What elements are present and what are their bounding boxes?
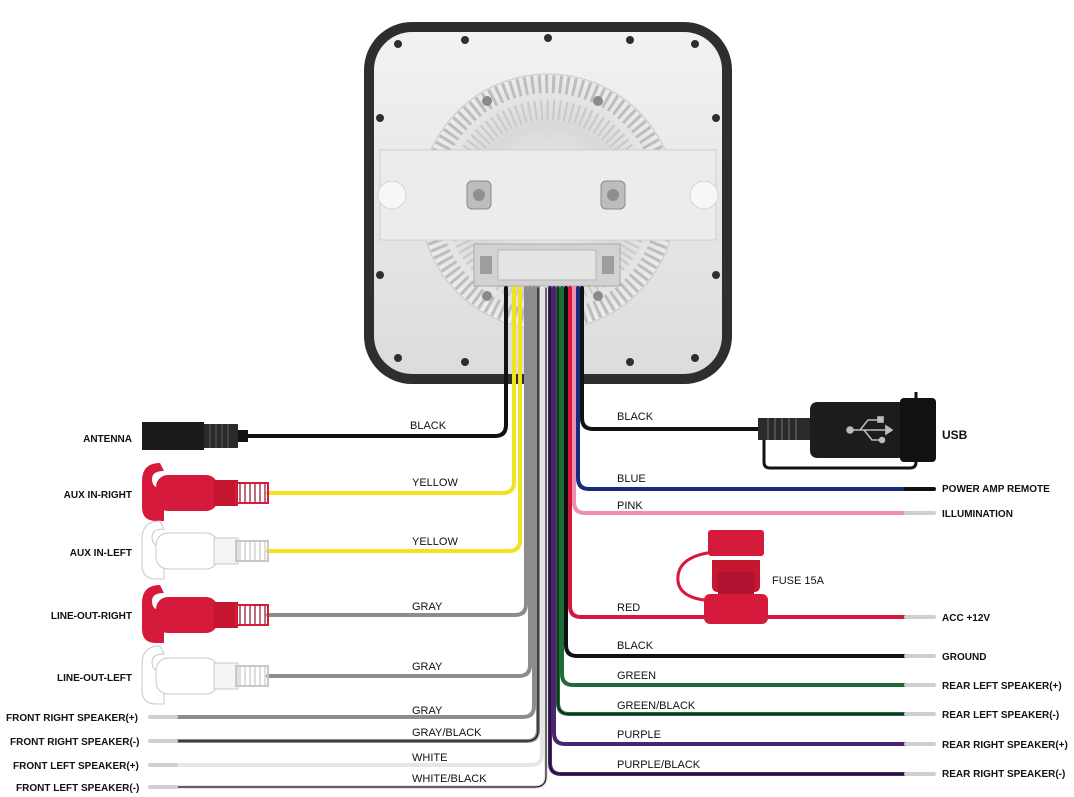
wire-label-line-right: GRAY: [412, 601, 443, 613]
wire-acc: [568, 286, 908, 619]
wire-label-amp-remote: BLUE: [617, 473, 646, 485]
wire-front-right-pos: [174, 286, 536, 719]
label-aux-in-right: AUX IN-RIGHT: [64, 490, 132, 501]
usb-ridges: [767, 418, 797, 440]
wire-line-left: [266, 286, 532, 678]
wire-label-line-left: GRAY: [412, 661, 443, 673]
wire-front-left-neg-stripe: [175, 287, 547, 788]
label-front-left-speaker-neg: FRONT LEFT SPEAKER(-): [16, 783, 139, 794]
wire-label-front-right-neg: GRAY/BLACK: [412, 727, 482, 739]
label-front-right-speaker-neg: FRONT RIGHT SPEAKER(-): [10, 737, 139, 748]
bracket-nut-left: [466, 180, 492, 210]
antenna-grip-ridges: [209, 424, 229, 448]
wire-label-front-left-neg: WHITE/BLACK: [412, 773, 487, 785]
bracket-nut-right: [600, 180, 626, 210]
fuse-holder: [676, 530, 768, 624]
left-wires: [148, 286, 548, 789]
wire-aux-left: [266, 286, 522, 553]
bezel-screws: [376, 34, 720, 366]
usb-icon: [846, 416, 894, 444]
wire-label-usb: BLACK: [617, 411, 654, 423]
bracket-hole-left: [377, 180, 407, 210]
label-rear-left-speaker-pos: REAR LEFT SPEAKER(+): [942, 681, 1062, 692]
label-antenna: ANTENNA: [83, 434, 132, 445]
antenna-plug-tail: [238, 430, 248, 442]
fuse-cap-strap: [676, 550, 715, 602]
wire-front-right-neg-stripe: [175, 287, 539, 742]
label-line-out-left: LINE-OUT-LEFT: [57, 673, 132, 684]
rca-line-right-plug: [142, 585, 269, 643]
bracket-hole-right: [689, 180, 719, 210]
label-illumination: ILLUMINATION: [942, 509, 1013, 520]
label-rear-left-speaker-neg: REAR LEFT SPEAKER(-): [942, 710, 1059, 721]
wire-rear-left-pos: [560, 286, 908, 687]
wire-label-rear-right-pos: PURPLE: [617, 729, 661, 741]
wire-label-aux-right: YELLOW: [412, 477, 458, 489]
label-front-left-speaker-pos: FRONT LEFT SPEAKER(+): [13, 761, 139, 772]
usb-strain-relief: [758, 418, 810, 440]
fuse-body: [704, 594, 768, 624]
wire-rear-right-neg-stripe: [549, 287, 907, 775]
label-power-amp-remote: POWER AMP REMOTE: [942, 484, 1050, 495]
wire-label-rear-left-pos: GREEN: [617, 670, 656, 682]
right-wires: [548, 286, 936, 776]
antenna-plug-grip: [204, 424, 238, 448]
wire-antenna: [244, 286, 508, 438]
label-ground: GROUND: [942, 652, 986, 663]
rca-aux-left-plug: [141, 520, 269, 580]
wire-label-antenna: BLACK: [410, 420, 447, 432]
rca-line-left-plug: [141, 645, 269, 705]
label-fuse: FUSE 15A: [772, 575, 825, 587]
rca-aux-right-plug: [142, 463, 269, 521]
wire-label-acc: RED: [617, 602, 640, 614]
label-acc-12v: ACC +12V: [942, 613, 990, 624]
wire-label-front-left-pos: WHITE: [412, 752, 447, 764]
wire-label-front-right-pos: GRAY: [412, 705, 443, 717]
label-line-out-right: LINE-OUT-RIGHT: [51, 611, 132, 622]
label-usb: USB: [942, 428, 968, 442]
usb-flange: [900, 398, 936, 462]
wire-label-rear-right-neg: PURPLE/BLACK: [617, 759, 701, 771]
wire-label-aux-left: YELLOW: [412, 536, 458, 548]
fuse-window: [718, 572, 754, 594]
wire-label-ground: BLACK: [617, 640, 654, 652]
harness-clip-right: [602, 256, 614, 274]
wire-amp-remote: [576, 286, 908, 491]
antenna-plug-body: [142, 422, 204, 450]
label-aux-in-left: AUX IN-LEFT: [70, 548, 132, 559]
wire-ground: [564, 286, 908, 658]
harness-clip-left: [480, 256, 492, 274]
fan-screws: [482, 96, 603, 301]
wire-label-illumination: PINK: [617, 500, 643, 512]
antenna-connector: [142, 422, 248, 450]
wire-front-left-pos: [174, 286, 544, 767]
wire-aux-right: [266, 286, 516, 495]
label-front-right-speaker-pos: FRONT RIGHT SPEAKER(+): [6, 713, 138, 724]
mounting-bracket: [379, 149, 717, 241]
fuse-cap: [708, 530, 764, 556]
usb-connector: [758, 392, 936, 470]
wire-usb: [580, 286, 762, 431]
label-rear-right-speaker-pos: REAR RIGHT SPEAKER(+): [942, 740, 1068, 751]
wire-rear-right-pos: [552, 286, 908, 746]
wire-illumination: [572, 286, 908, 515]
usb-cable-loop: [762, 392, 918, 470]
wire-label-rear-left-neg: GREEN/BLACK: [617, 700, 696, 712]
wire-line-right: [266, 286, 528, 617]
head-unit: [364, 22, 732, 384]
label-rear-right-speaker-neg: REAR RIGHT SPEAKER(-): [942, 769, 1065, 780]
harness-plug: [497, 249, 597, 281]
wire-rear-left-neg-stripe: [557, 287, 907, 715]
